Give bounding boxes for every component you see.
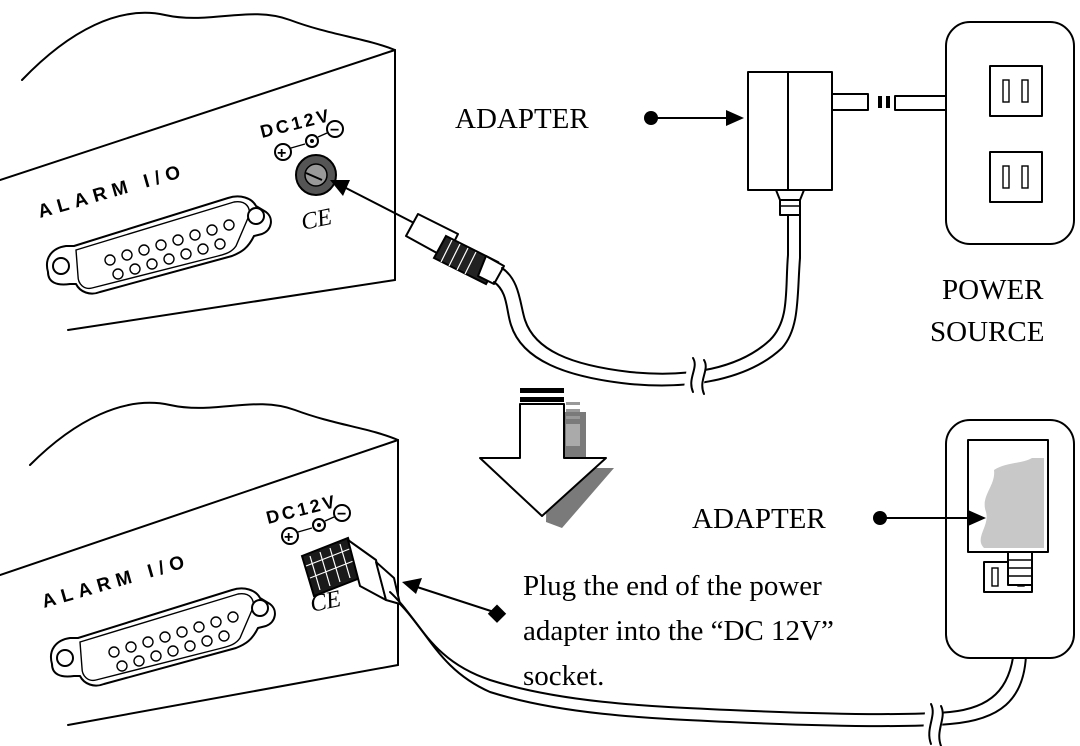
adapter-pointer-top [644, 110, 744, 126]
plus-symbol: + [284, 529, 293, 546]
instruction-text: Plug the end of the power adapter into t… [523, 570, 834, 692]
polarity-symbol-bottom: + − [281, 504, 351, 546]
device-unit-bottom [0, 401, 399, 726]
next-step-arrow [479, 388, 614, 528]
power-cable-top [493, 214, 801, 398]
instruction-line-2: adapter into the “DC 12V” [523, 615, 834, 647]
power-source-label-line2: SOURCE [930, 316, 1044, 348]
power-source-label-line1: POWER [942, 274, 1044, 306]
instruction-pointer [402, 578, 507, 623]
insert-arrow-top [330, 180, 417, 225]
power-outlet-top [945, 21, 1075, 245]
minus-symbol: − [330, 122, 339, 139]
adapter-label-bottom: ADAPTER [692, 503, 826, 535]
polarity-symbol-top: + − [274, 120, 344, 162]
power-cable-bottom [389, 584, 1027, 746]
db-connector-top [46, 195, 272, 295]
dc12v-label: DC12V [258, 105, 334, 142]
adapter-pointer-bottom [873, 510, 986, 526]
dc12v-label-bottom: DC12V [264, 491, 340, 528]
ce-mark-top: CE [299, 204, 335, 236]
plus-symbol: + [277, 145, 286, 162]
instruction-line-3: socket. [523, 660, 604, 692]
adapter-label-top: ADAPTER [455, 103, 589, 135]
instruction-line-1: Plug the end of the power [523, 570, 822, 602]
dc-plug-inserted-bottom[interactable] [300, 536, 401, 605]
dc-plug-top[interactable] [405, 213, 505, 286]
alarm-io-label-top: ALARM I/O [36, 160, 189, 222]
db-connector-bottom [50, 587, 276, 687]
device-unit-top [0, 11, 396, 331]
alarm-io-label: ALARM I/O [36, 160, 189, 222]
alarm-io-label-bottom: ALARM I/O [40, 550, 193, 612]
minus-symbol: − [337, 506, 346, 523]
dc12v-label-top: DC12V [258, 105, 334, 142]
wall-adapter-top[interactable] [747, 71, 869, 216]
power-outlet-bottom [945, 419, 1075, 659]
bottom-panel: ALARM I/O DC12V + − [0, 401, 1075, 746]
top-panel: ALARM I/O DC12V + [0, 11, 1075, 398]
dc-socket-top[interactable] [295, 154, 337, 196]
